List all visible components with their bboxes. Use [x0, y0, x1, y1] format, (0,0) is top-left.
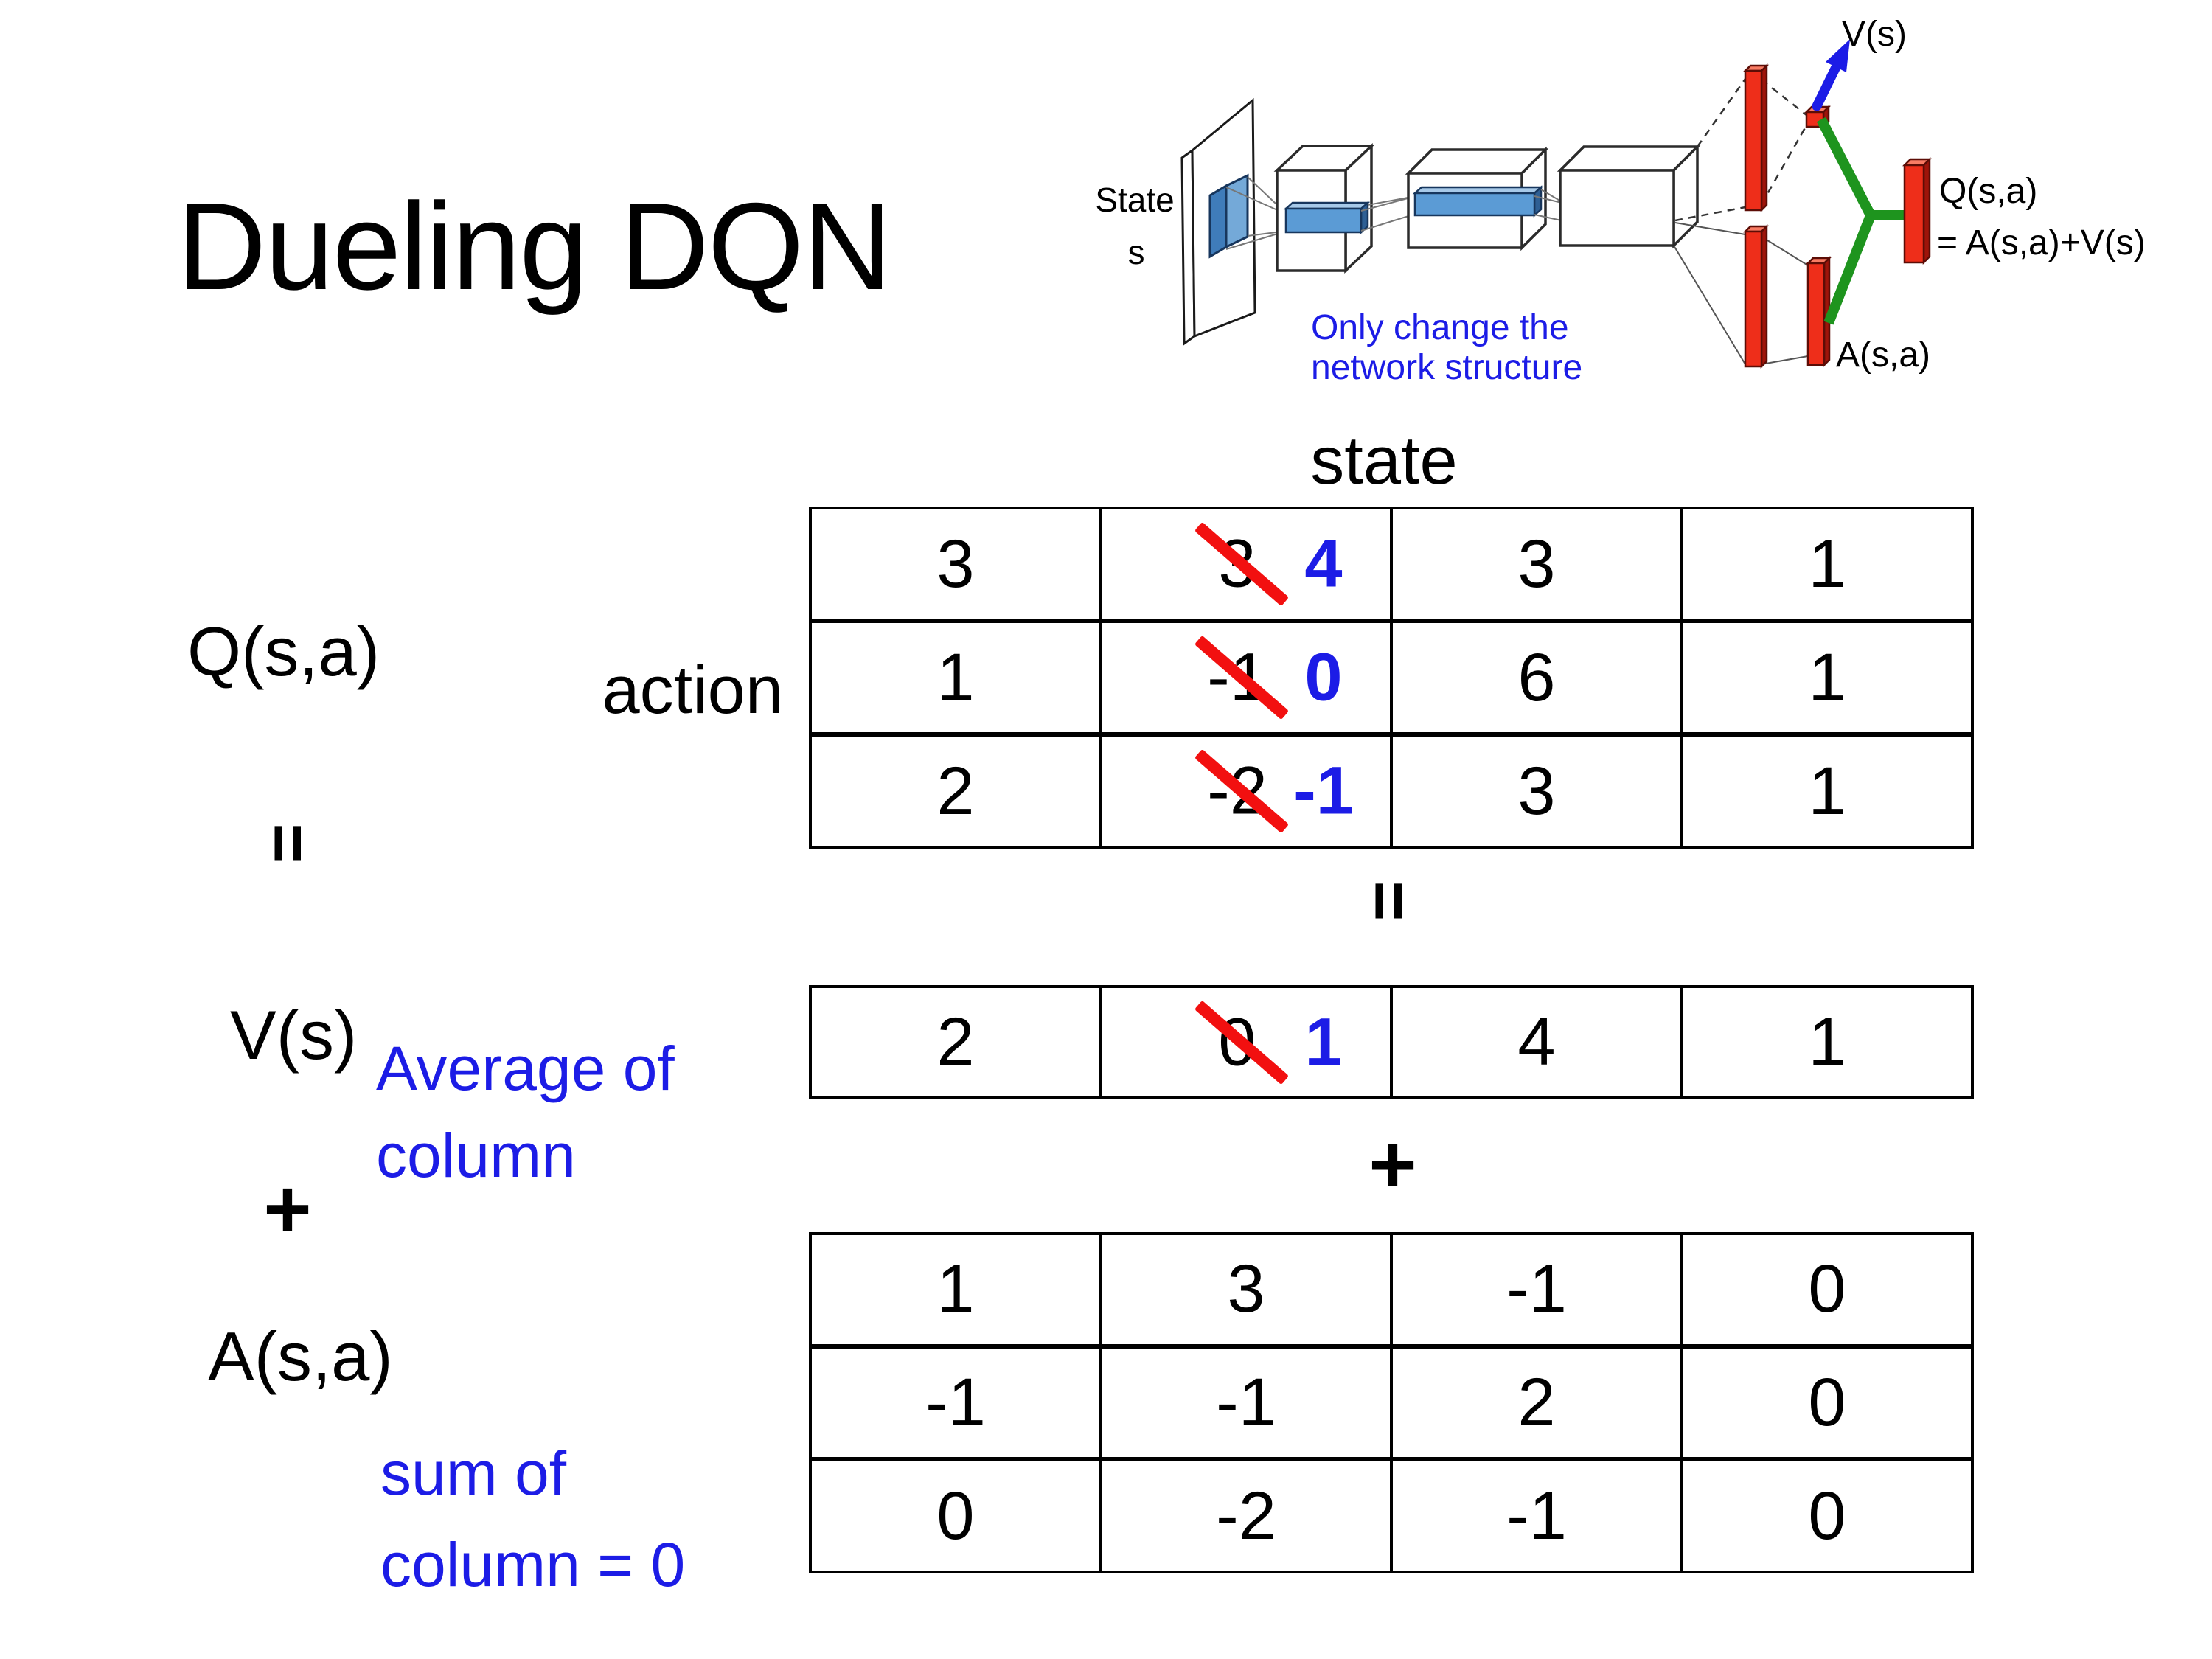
matrix-cell: 3 [1390, 509, 1680, 619]
matrix-cell: 1 [1680, 623, 1971, 732]
advantage-fc-bar [1742, 223, 1770, 369]
q-output-formula: = A(s,a)+V(s) [1937, 223, 2146, 262]
input-feature-patch [1208, 173, 1249, 259]
action-header: action [602, 653, 784, 728]
v-table: 2 0 1 4 1 [809, 985, 1974, 1099]
sum-of-column-note: sum of column = 0 [380, 1427, 685, 1610]
matrix-cell: 1 [1680, 509, 1971, 619]
a-table-row: 1 3 -1 0 [812, 1235, 1971, 1344]
value-output-arrow [1812, 39, 1850, 111]
feature-bar-1 [1283, 201, 1371, 234]
matrix-cell: -1 [1099, 1348, 1390, 1458]
matrix-cell: 0 [1680, 1461, 1971, 1571]
matrix-cell: 2 [936, 1004, 975, 1079]
matrix-cell: 2 [936, 753, 975, 829]
state-header: state [1310, 423, 1458, 498]
q-table-row: 3 3 4 3 1 [812, 509, 1971, 619]
matrix-cell: -1 [1390, 1235, 1680, 1344]
a-matrix-label: A(s,a) [208, 1318, 393, 1395]
matrix-cell: 2 [1390, 1348, 1680, 1458]
q-output-bar [1902, 156, 1933, 265]
matrix-cell: 3 [936, 526, 975, 602]
matrix-cell: 1 [1680, 737, 1971, 846]
matrix-cell: 4 [1390, 988, 1680, 1096]
matrix-cell-crossed: 3 4 [1099, 509, 1390, 619]
value-fc-bar [1742, 63, 1770, 213]
v-table-row: 2 0 1 4 1 [812, 988, 1971, 1096]
matrix-cell: 0 [936, 1478, 975, 1554]
q-matrix-label: Q(s,a) [187, 613, 380, 690]
q-table-row: 1 -1 0 6 1 [812, 619, 1971, 732]
feature-bar-2 [1412, 185, 1544, 218]
v-matrix-label: V(s) [230, 996, 358, 1074]
equals-sign-center: = [1351, 880, 1428, 922]
state-input-label: State [1095, 181, 1174, 219]
equals-sign-left: = [250, 823, 327, 864]
q-output-label: Q(s,a) [1939, 172, 2037, 211]
sum-note-line2: column = 0 [380, 1530, 686, 1599]
matrix-cell: -2 [1099, 1461, 1390, 1571]
network-diagram: State s V(s) Q(s,a) = A(s,a)+V(s) A(s,a)… [1095, 15, 2146, 387]
diagram-note-line2: network structure [1311, 348, 1582, 387]
matrix-cell: 6 [1390, 623, 1680, 732]
matrix-cell: -1 [1390, 1461, 1680, 1571]
average-of-column-note: Average of column [376, 1025, 675, 1199]
a-output-label: A(s,a) [1836, 335, 1930, 375]
dashed-links-value-stream [1674, 78, 1808, 222]
matrix-cell: 3 [1390, 737, 1680, 846]
a-table-row: 0 -2 -1 0 [812, 1457, 1971, 1571]
average-note-line1: Average of [376, 1034, 675, 1103]
solid-links-advantage-stream [1673, 222, 1809, 365]
matrix-cell: 1 [1680, 988, 1971, 1096]
sum-note-line1: sum of [380, 1439, 567, 1508]
matrix-cell: 3 [1099, 1235, 1390, 1344]
q-table-row: 2 -2 -1 3 1 [812, 732, 1971, 846]
page-title: Dueling DQN [177, 177, 892, 316]
matrix-cell: -1 [925, 1365, 986, 1440]
matrix-cell: 1 [936, 1251, 975, 1327]
new-value: 4 [1304, 526, 1343, 602]
matrix-cell: 0 [1680, 1348, 1971, 1458]
a-table-row: -1 -1 2 0 [812, 1343, 1971, 1458]
v-output-label: V(s) [1842, 15, 1907, 54]
a-table: 1 3 -1 0 -1 -1 2 0 0 -2 -1 0 [809, 1232, 1974, 1573]
aggregation-junction [1816, 116, 1905, 325]
new-value: 0 [1304, 639, 1343, 715]
matrix-cell: 1 [936, 639, 975, 715]
plus-sign-center: + [1368, 1119, 1417, 1211]
matrix-cell-crossed: -1 0 [1099, 623, 1390, 732]
plus-sign-left: + [263, 1163, 312, 1255]
diagram-note-line1: Only change the [1311, 308, 1569, 347]
state-input-label-s: s [1128, 233, 1145, 271]
new-value: -1 [1293, 753, 1354, 829]
matrix-cell-crossed: -2 -1 [1099, 737, 1390, 846]
new-value: 1 [1304, 1004, 1343, 1079]
q-table: 3 3 4 3 1 1 -1 0 6 1 2 -2 -1 [809, 507, 1974, 849]
matrix-cell: 0 [1680, 1235, 1971, 1344]
average-note-line2: column [376, 1121, 576, 1190]
advantage-node-bar [1805, 255, 1832, 368]
fc-box [1557, 143, 1701, 249]
matrix-cell-crossed: 0 1 [1099, 988, 1390, 1096]
